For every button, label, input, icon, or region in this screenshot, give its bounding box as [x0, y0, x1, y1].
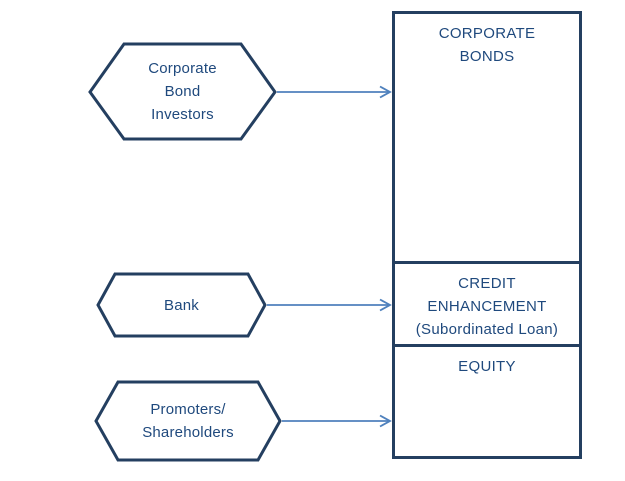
arrow-investors-to-corporate-bonds: [277, 85, 392, 99]
arrow-bank-to-credit-enhancement: [267, 298, 392, 312]
stack-section-corporate-bonds: CORPORATE BONDS: [438, 25, 536, 65]
hexagon-shape: [94, 380, 282, 462]
hexagon-label-promoters-shareholders: Promoters/ Shareholders: [142, 401, 234, 441]
hexagon-shape: [96, 272, 267, 338]
stack-section-equity: EQUITY: [458, 358, 516, 375]
hexagon-promoters-shareholders: Promoters/ Shareholders: [94, 380, 282, 462]
hexagon-shape: [88, 42, 277, 141]
hexagon-bank: Bank: [96, 272, 267, 338]
hexagon-label-corporate-bond-investors: Corporate Bond Investors: [148, 60, 217, 123]
hexagon-corporate-bond-investors: Corporate Bond Investors: [88, 42, 277, 141]
stack-section-credit-enhancement: CREDIT ENHANCEMENT (Subordinated Loan): [395, 261, 579, 347]
capital-stack-rectangle: CORPORATE BONDS CREDIT ENHANCEMENT (Subo…: [392, 11, 582, 459]
hexagon-label-bank: Bank: [164, 296, 199, 314]
arrow-promoters-to-equity: [282, 414, 392, 428]
